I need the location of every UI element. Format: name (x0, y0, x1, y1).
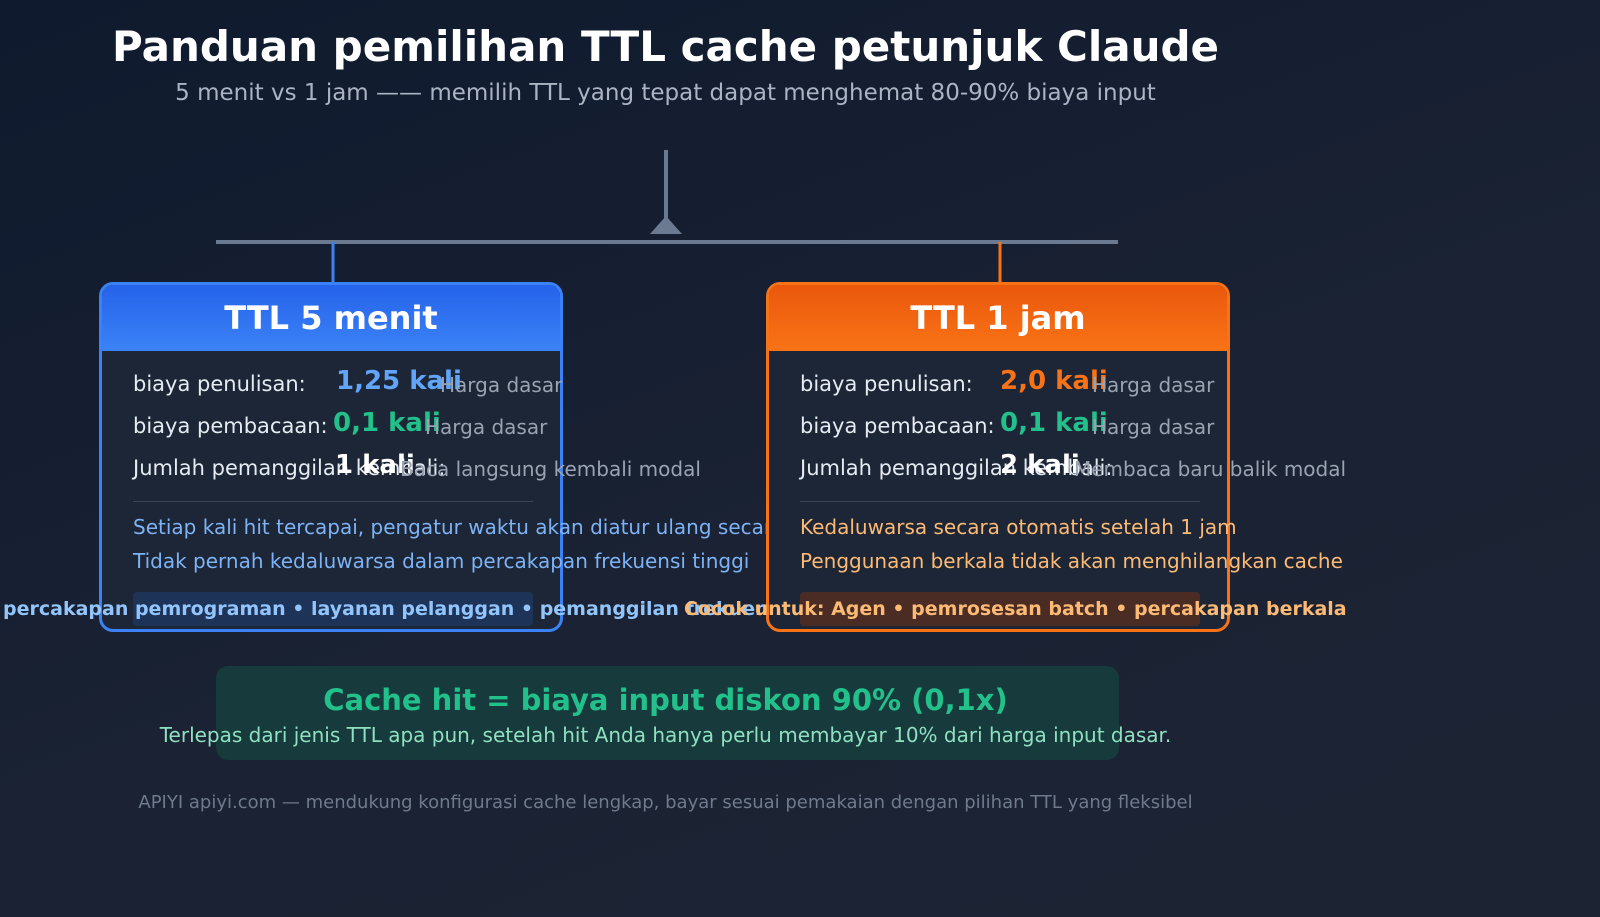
use-case-tags: Cocok untuk: Agen • pemrosesan batch • p… (684, 598, 1347, 620)
write-cost-desc: Harga dasar (440, 373, 563, 397)
card-ttl-5-min: TTL 5 menit (99, 282, 563, 632)
calls-desc: Membaca baru balik modal (1074, 457, 1347, 481)
banner-subtitle: Terlepas dari jenis TTL apa pun, setelah… (159, 723, 1172, 747)
card-title: TTL 1 jam (910, 299, 1086, 337)
card-note-1: Kedaluwarsa secara otomatis setelah 1 ja… (800, 515, 1237, 539)
card-header: TTL 1 jam (769, 285, 1227, 351)
read-cost-value: 0,1 kali (333, 408, 441, 438)
write-cost-value: 1,25 kali (336, 366, 462, 396)
card-divider (133, 501, 533, 502)
read-cost-label: biaya pembacaan: (133, 414, 328, 438)
write-cost-label: biaya penulisan: (800, 372, 973, 396)
card-note-2: Penggunaan berkala tidak akan menghilang… (800, 549, 1343, 573)
write-cost-desc: Harga dasar (1092, 373, 1215, 397)
footer-text: APIYI apiyi.com — mendukung konfigurasi … (138, 792, 1193, 813)
read-cost-label: biaya pembacaan: (800, 414, 995, 438)
trunk-arrow-head (650, 216, 682, 234)
tag-bar (133, 592, 533, 626)
banner-title: Cache hit = biaya input diskon 90% (0,1x… (323, 683, 1008, 717)
write-cost-value: 2,0 kali (1000, 366, 1108, 396)
page-subtitle: 5 menit vs 1 jam —— memilih TTL yang tep… (175, 80, 1156, 106)
card-ttl-1-hour: TTL 1 jam (766, 282, 1230, 632)
write-cost-label: biaya penulisan: (133, 372, 306, 396)
use-case-tags: percakapan pemrograman • layanan pelangg… (3, 598, 823, 620)
calls-value: 2 kali (1000, 450, 1080, 480)
calls-value: 1 kali (335, 450, 415, 480)
calls-label: Jumlah pemanggilan kembali: (133, 456, 446, 480)
card-note-2: Tidak pernah kedaluwarsa dalam percakapa… (133, 549, 750, 573)
calls-desc: Baca langsung kembali modal (400, 457, 701, 481)
card-divider (800, 501, 1200, 502)
card-title: TTL 5 menit (224, 299, 438, 337)
read-cost-value: 0,1 kali (1000, 408, 1108, 438)
cache-hit-banner (216, 666, 1119, 760)
page-title: Panduan pemilihan TTL cache petunjuk Cla… (111, 22, 1220, 71)
calls-label: Jumlah pemanggilan kembali: (800, 456, 1113, 480)
read-cost-desc: Harga dasar (425, 415, 548, 439)
read-cost-desc: Harga dasar (1092, 415, 1215, 439)
tag-bar (800, 592, 1200, 626)
card-header: TTL 5 menit (102, 285, 560, 351)
card-note-1: Setiap kali hit tercapai, pengatur waktu… (133, 515, 785, 539)
